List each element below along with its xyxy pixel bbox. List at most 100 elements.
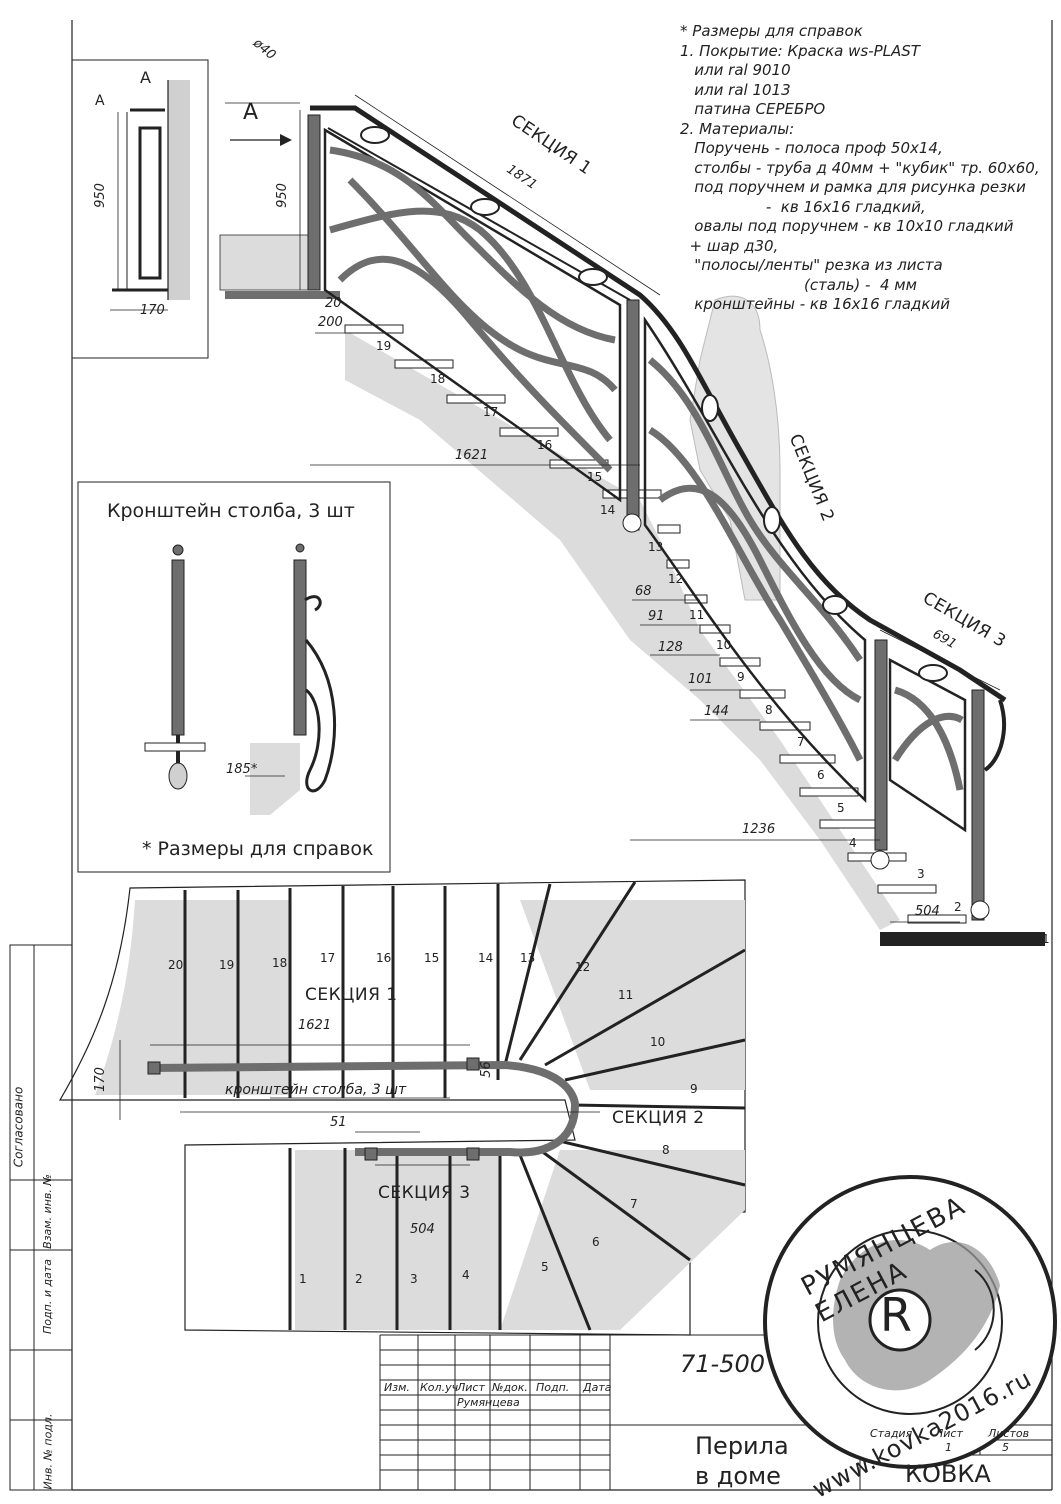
plan-step-number: 4 (462, 1268, 470, 1282)
side-stamp-agreed: Согласовано (11, 1086, 26, 1168)
step-number: 18 (430, 372, 446, 386)
plan-step-number: 6 (592, 1235, 600, 1249)
step-number: 4 (849, 836, 857, 850)
note-line: патина СЕРЕБРО (680, 100, 826, 118)
note-line: - кв 16х16 гладкий, (680, 197, 926, 216)
step-number: 5 (837, 801, 845, 815)
dim-1236: 1236 (742, 822, 776, 837)
plan-dim-1621: 1621 (298, 1018, 332, 1033)
plan-step-number: 17 (320, 951, 336, 965)
title-block-header: Изм. (384, 1381, 410, 1394)
step-number: 10 (716, 638, 732, 652)
plan-step-number: 2 (355, 1272, 363, 1286)
plan-step-number: 10 (650, 1035, 666, 1049)
step-number: 15 (587, 470, 603, 484)
sheets-header: Листов (988, 1427, 1030, 1440)
side-stamp-replace-inv: Взам. инв. № (40, 1174, 54, 1249)
svg-text:A: A (95, 93, 105, 109)
plan-step-number: 7 (630, 1197, 638, 1211)
stamp-monogram: R (880, 1288, 912, 1342)
plan-step-number: 15 (424, 951, 440, 965)
dim-1621: 1621 (455, 448, 489, 463)
step-number: 13 (648, 540, 664, 554)
dim-101: 101 (688, 672, 713, 687)
note-line: 1. Покрытие: Краска ws-PLAST (680, 41, 920, 60)
step-number: 1 (1042, 932, 1050, 946)
plan-step-number: 19 (219, 958, 235, 972)
author-name: Румянцева (457, 1396, 520, 1409)
plan-bracket-label: кронштейн столба, 3 шт (225, 1082, 407, 1098)
note-line: (сталь) - 4 мм (680, 275, 917, 294)
note-line: * Размеры для справок (680, 22, 863, 40)
plan-step-number: 20 (168, 958, 184, 972)
dim-68: 68 (635, 584, 652, 599)
plan-section2-label: СЕКЦИЯ 2 (612, 1108, 705, 1128)
bracket-title: Кронштейн столба, 3 шт (107, 500, 355, 522)
plan-step-number: 16 (376, 951, 392, 965)
dim-144: 144 (704, 704, 729, 719)
title-line-2: в доме (695, 1462, 781, 1490)
title-block-header: Кол.уч (420, 1381, 459, 1394)
note-line: или ral 9010 (680, 61, 791, 79)
title-block-header: Лист (457, 1381, 485, 1394)
plan-step-number: 12 (575, 960, 591, 974)
plan-step-number: 14 (478, 951, 494, 965)
organization: КОВКА (905, 1460, 991, 1488)
note-line: под поручнем и рамка для рисунка резки (680, 178, 1026, 196)
plan-section1-label: СЕКЦИЯ 1 (305, 985, 398, 1005)
title-block-header: №док. (492, 1381, 528, 1394)
plan-dim-504: 504 (410, 1222, 435, 1237)
sheet-number: 1 (945, 1441, 952, 1454)
plan-step-number: 18 (272, 956, 288, 970)
dim-20: 20 (325, 296, 342, 311)
plan-step-number: 8 (662, 1143, 670, 1157)
dim-200: 200 (318, 315, 343, 330)
plan-step-number: 13 (520, 951, 536, 965)
side-stamp-inv-orig: Инв. № подл. (41, 1413, 55, 1490)
step-number: 12 (668, 572, 684, 586)
note-line: овалы под поручнем - кв 10х10 гладкий (680, 217, 1014, 235)
dim-91: 91 (648, 609, 665, 624)
rail-height-dim: 950 (274, 183, 290, 208)
step-number: 16 (537, 438, 553, 452)
plan-section3-label: СЕКЦИЯ 3 (378, 1183, 471, 1203)
side-stamp-sign-date: Подп. и дата (40, 1259, 54, 1334)
plan-step-number: 9 (690, 1082, 698, 1096)
plan-dim-170: 170 (92, 1067, 108, 1092)
plan-step-number: 3 (410, 1272, 418, 1286)
step-number: 8 (765, 703, 773, 717)
dim-128: 128 (658, 640, 683, 655)
sheet-header: Лист (935, 1427, 963, 1440)
step-number: 2 (954, 900, 962, 914)
step-number: 7 (797, 735, 805, 749)
plan-dim-56: 56 (478, 1061, 494, 1078)
plan-step-number: 11 (618, 988, 634, 1002)
stage-header: Стадия (870, 1427, 913, 1440)
step-number: 17 (483, 405, 499, 419)
view-a-height-dim: 950 (92, 183, 108, 208)
note-line: кронштейны - кв 16х16 гладкий (680, 295, 950, 313)
drawing-code: 71-500 (680, 1350, 766, 1378)
note-line: или ral 1013 (680, 80, 791, 99)
dim-504: 504 (915, 904, 940, 919)
section-view-label: A (243, 100, 259, 125)
plan-step-number: 5 (541, 1260, 549, 1274)
step-number: 11 (689, 608, 705, 622)
note-line: Поручень - полоса проф 50х14, (680, 139, 943, 157)
step-number: 19 (376, 339, 392, 353)
step-number: 14 (600, 503, 616, 517)
step-number: 6 (817, 768, 825, 782)
note-line: столбы - труба д 40мм + "кубик" тр. 60х6… (680, 158, 1040, 177)
view-a-label: A (140, 68, 151, 87)
title-block-header: Подп. (536, 1381, 570, 1394)
title-line-1: Перила (695, 1432, 789, 1460)
title-block-header: Дата (583, 1381, 612, 1394)
step-number: 9 (737, 670, 745, 684)
view-a-width-dim: 170 (140, 303, 165, 318)
plan-dim-51: 51 (330, 1115, 347, 1130)
note-line: 2. Материалы: (680, 119, 795, 138)
bracket-footnote: * Размеры для справок (142, 838, 374, 860)
